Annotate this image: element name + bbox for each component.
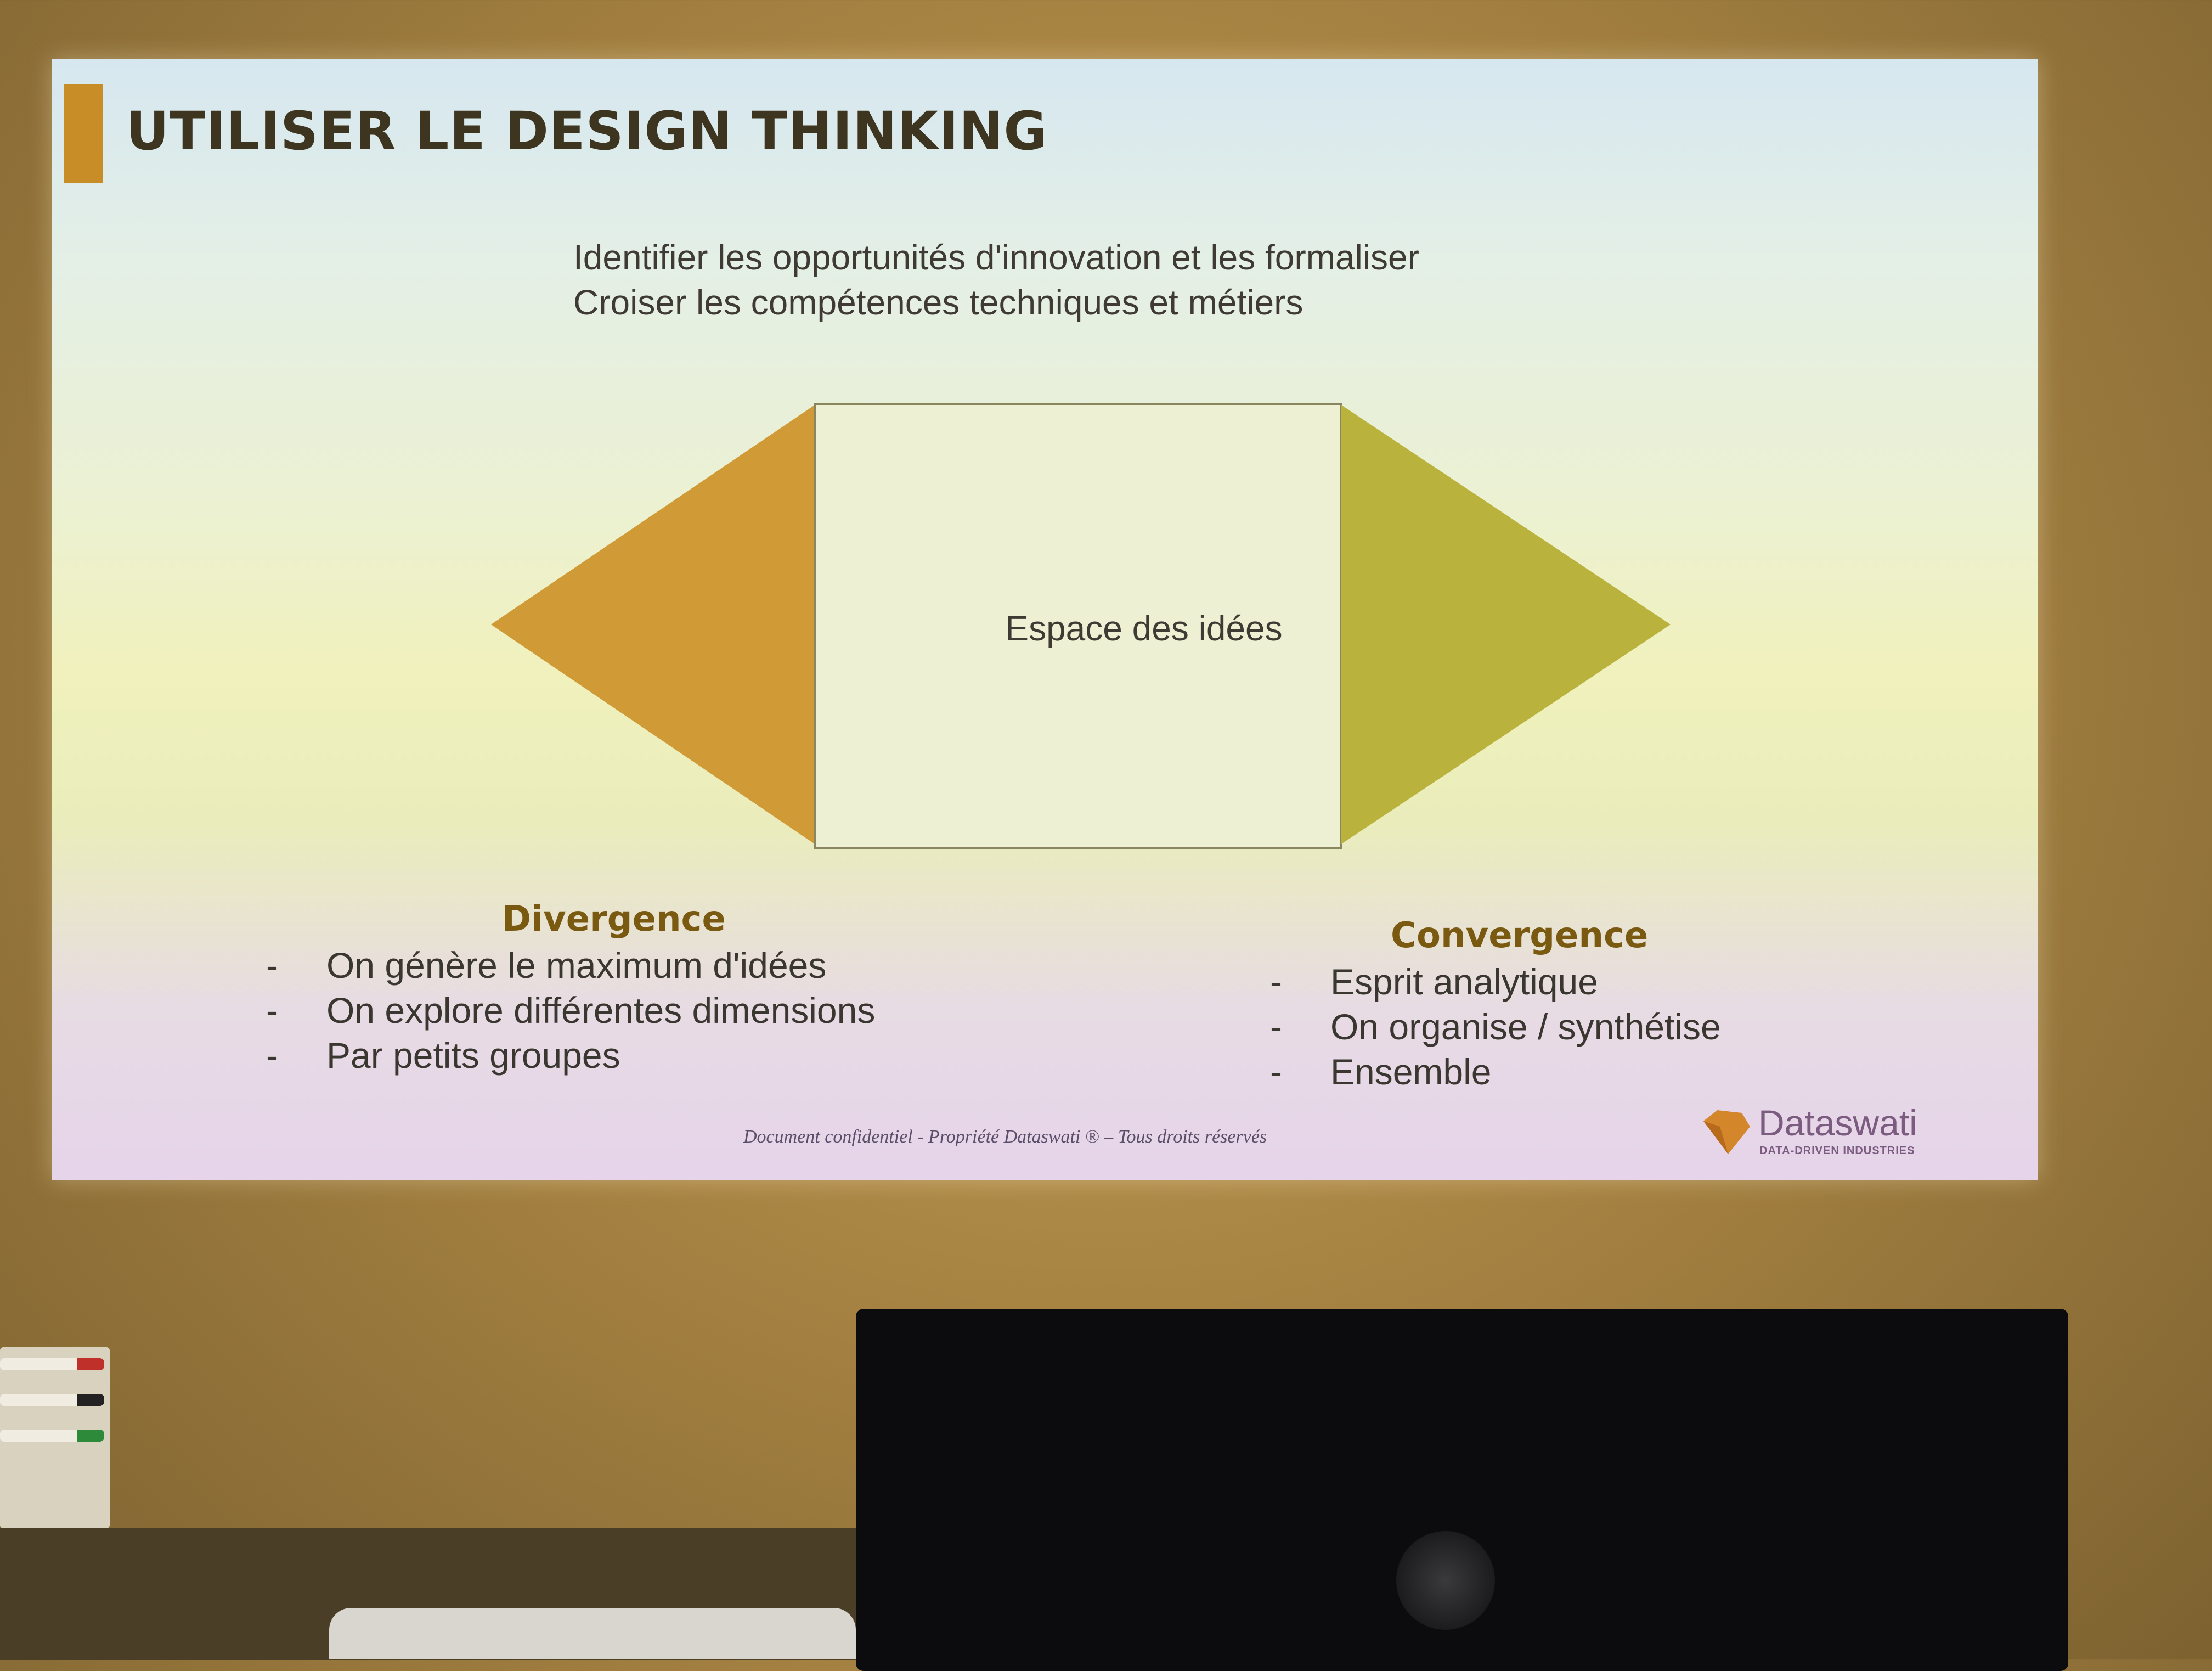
logo-name: Dataswati — [1758, 1102, 1917, 1143]
logo-tagline: DATA-DRIVEN INDUSTRIES — [1759, 1145, 1915, 1157]
design-thinking-diagram — [491, 403, 1671, 849]
subtitle-line: Identifier les opportunités d'innovation… — [573, 238, 1419, 277]
list-item: -Esprit analytique — [1270, 961, 1598, 1002]
diamond-logo-icon — [1703, 1110, 1750, 1154]
divergence-heading: Divergence — [502, 899, 726, 939]
divergence-triangle — [491, 405, 815, 844]
convergence-list: -Esprit analytique -On organise / synthé… — [1270, 959, 1721, 1094]
divergence-list: -On génère le maximum d'idées -On explor… — [266, 943, 875, 1078]
confidential-footer: Document confidentiel - Propriété Datasw… — [743, 1127, 1267, 1147]
projected-slide: UTILISER LE DESIGN THINKING Identifier l… — [52, 59, 2038, 1180]
black-marker — [0, 1394, 104, 1406]
subtitle: Identifier les opportunités d'innovation… — [573, 235, 1419, 325]
ideas-space-box — [814, 403, 1342, 849]
monitor-logo-icon — [1396, 1531, 1495, 1630]
dataswati-logo: Dataswati DATA-DRIVEN INDUSTRIES — [1698, 1102, 1956, 1162]
convergence-heading: Convergence — [1391, 915, 1649, 956]
list-item: -On génère le maximum d'idées — [266, 945, 827, 986]
list-item: -On explore différentes dimensions — [266, 990, 876, 1031]
list-item: -Ensemble — [1270, 1051, 1492, 1092]
slide-title: UTILISER LE DESIGN THINKING — [126, 100, 1048, 162]
ideas-space-label: Espace des idées — [1005, 609, 1283, 648]
title-accent-bar — [64, 84, 103, 183]
list-item: -Par petits groupes — [266, 1035, 620, 1076]
green-marker — [0, 1430, 104, 1442]
convergence-triangle — [1341, 405, 1671, 844]
projector — [329, 1608, 856, 1659]
marker-tray — [0, 1347, 110, 1528]
list-item: -On organise / synthétise — [1270, 1006, 1721, 1047]
subtitle-line: Croiser les compétences techniques et mé… — [573, 283, 1304, 322]
red-marker — [0, 1358, 104, 1370]
